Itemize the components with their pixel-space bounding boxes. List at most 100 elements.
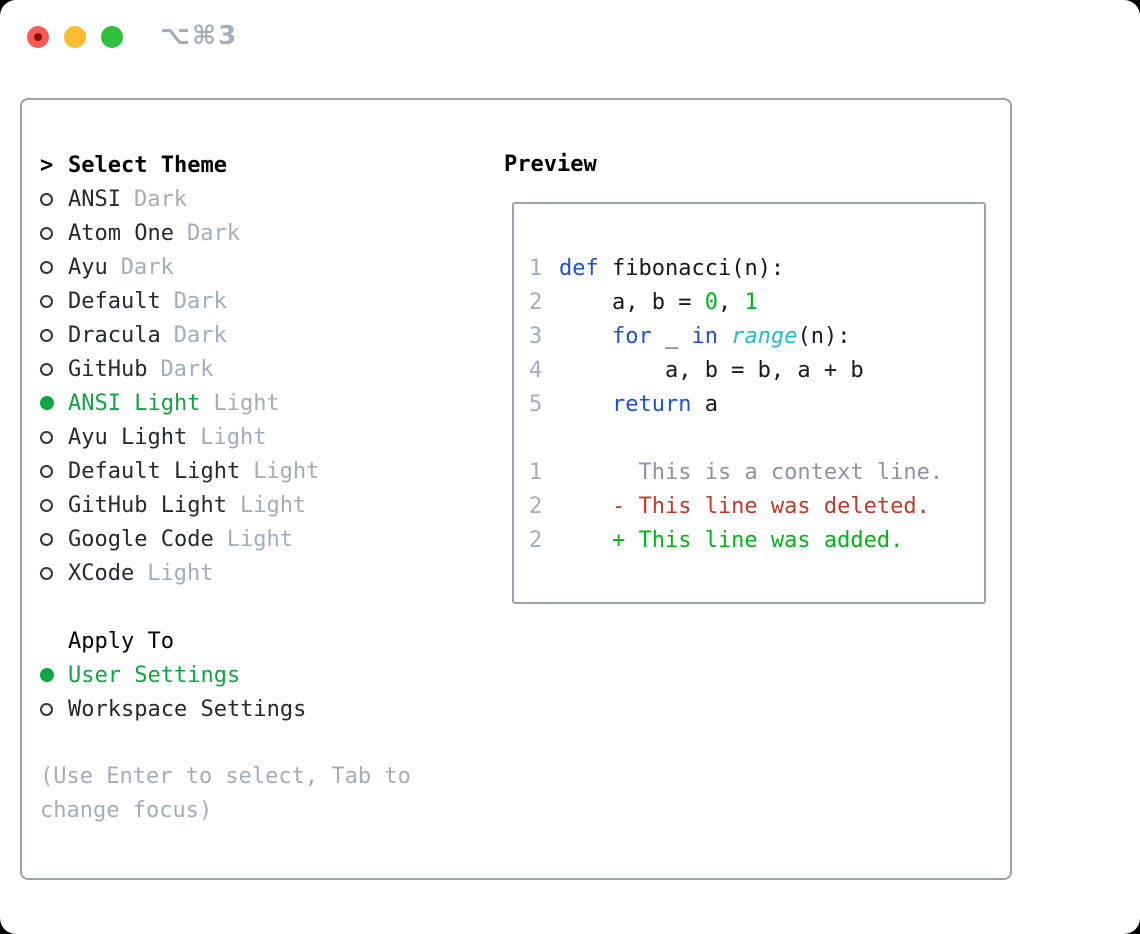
theme-item-ansi-light[interactable]: ANSI Light Light: [40, 386, 454, 420]
close-button[interactable]: [27, 26, 49, 48]
radio-icon: [40, 362, 68, 376]
line-number: 2: [529, 527, 543, 553]
theme-variant-badge: Light: [200, 424, 267, 450]
preview-line: 4 a, b = b, a + b: [529, 353, 976, 387]
line-number: 1: [529, 459, 543, 485]
theme-item-label: GitHub: [68, 356, 148, 382]
theme-variant-badge: Dark: [160, 356, 214, 382]
code-token: - This line was deleted.: [559, 493, 930, 519]
radio-selected-icon: [40, 396, 68, 410]
theme-item-ayu[interactable]: Ayu Dark: [40, 250, 454, 284]
window-shortcut-label: ⌥⌘3: [160, 21, 239, 51]
radio-icon: [40, 260, 68, 274]
code-token: [718, 324, 731, 349]
theme-item-label: Atom One: [68, 220, 174, 246]
line-number: 3: [529, 323, 543, 349]
radio-icon: [40, 226, 68, 240]
radio-icon: [40, 464, 68, 478]
radio-icon: [40, 328, 68, 342]
line-number: 2: [529, 289, 543, 315]
code-token: a, b =: [559, 289, 705, 315]
theme-item-label: Dracula: [68, 322, 161, 348]
theme-item-github[interactable]: GitHub Dark: [40, 352, 454, 386]
line-number: 5: [529, 391, 543, 417]
theme-item-label: Ayu: [68, 254, 108, 280]
radio-icon: [40, 498, 68, 512]
apply-to-header: Apply To: [40, 624, 454, 658]
code-token: + This line was added.: [559, 527, 904, 553]
theme-variant-badge: Light: [213, 390, 280, 416]
theme-item-label: ANSI Light: [68, 390, 201, 416]
theme-item-dracula[interactable]: Dracula Dark: [40, 318, 454, 352]
theme-item-label: Google Code: [68, 526, 214, 552]
apply-item-label: Workspace Settings: [68, 696, 307, 722]
minimize-button[interactable]: [64, 26, 86, 48]
theme-variant-badge: Light: [147, 560, 214, 586]
code-token: a, b = b, a + b: [559, 357, 864, 383]
zoom-button[interactable]: [101, 26, 123, 48]
theme-item-ayu-light[interactable]: Ayu Light Light: [40, 420, 454, 454]
code-token: This is a context line.: [559, 459, 944, 485]
theme-variant-badge: Light: [239, 492, 307, 518]
theme-variant-badge: Dark: [120, 254, 174, 280]
theme-item-label: XCode: [68, 560, 135, 586]
apply-item-workspace-settings[interactable]: Workspace Settings: [40, 692, 454, 726]
apply-item-label: User Settings: [68, 662, 241, 688]
section-gap: [40, 590, 454, 624]
select-theme-header: > Select Theme: [40, 148, 454, 182]
preview-line: 1 This is a context line.: [529, 455, 976, 489]
theme-item-default-light[interactable]: Default Light Light: [40, 454, 454, 488]
preview-line: 2 + This line was added.: [529, 523, 976, 557]
theme-item-github-light[interactable]: GitHub Light Light: [40, 488, 454, 522]
code-token: return: [611, 391, 692, 417]
theme-item-label: Default Light: [68, 458, 241, 484]
theme-item-label: Ayu Light: [68, 424, 188, 450]
preview-line: 2 - This line was deleted.: [529, 489, 976, 523]
code-token: in: [691, 323, 718, 349]
radio-icon: [40, 532, 68, 546]
code-token: [559, 392, 612, 417]
code-token: [559, 324, 612, 349]
help-text: (Use Enter to select, Tab to change focu…: [40, 764, 411, 823]
radio-selected-icon: [40, 668, 68, 682]
theme-item-ansi[interactable]: ANSI Dark: [40, 182, 454, 216]
theme-item-xcode[interactable]: XCode Light: [40, 556, 454, 590]
code-token: ,: [717, 289, 745, 315]
section-gap: [40, 726, 454, 760]
line-number: 1: [529, 255, 543, 281]
preview-line: 3 for _ in range(n):: [529, 319, 976, 353]
radio-icon: [40, 192, 68, 206]
theme-variant-badge: Dark: [186, 220, 240, 246]
code-token: for: [611, 323, 652, 349]
apply-to-title: Apply To: [68, 628, 174, 654]
theme-item-label: Default: [68, 288, 161, 314]
radio-icon: [40, 702, 68, 716]
radio-icon: [40, 566, 68, 580]
preview-line: 2 a, b = 0, 1: [529, 285, 976, 319]
theme-variant-badge: Light: [253, 458, 320, 484]
apply-item-user-settings[interactable]: User Settings: [40, 658, 454, 692]
theme-item-atom-one[interactable]: Atom One Dark: [40, 216, 454, 250]
theme-variant-badge: Dark: [133, 186, 187, 212]
theme-item-label: ANSI: [68, 186, 121, 212]
code-token: a: [691, 391, 718, 417]
theme-item-label: GitHub Light: [68, 492, 227, 518]
code-token: fibonacci(n):: [598, 255, 785, 281]
preview-line: [529, 421, 976, 455]
preview-line: 5 return a: [529, 387, 976, 421]
focus-caret-icon: >: [40, 152, 54, 178]
theme-variant-badge: Dark: [173, 322, 227, 348]
radio-icon: [40, 294, 68, 308]
radio-icon: [40, 430, 68, 444]
line-number: 4: [529, 357, 543, 383]
